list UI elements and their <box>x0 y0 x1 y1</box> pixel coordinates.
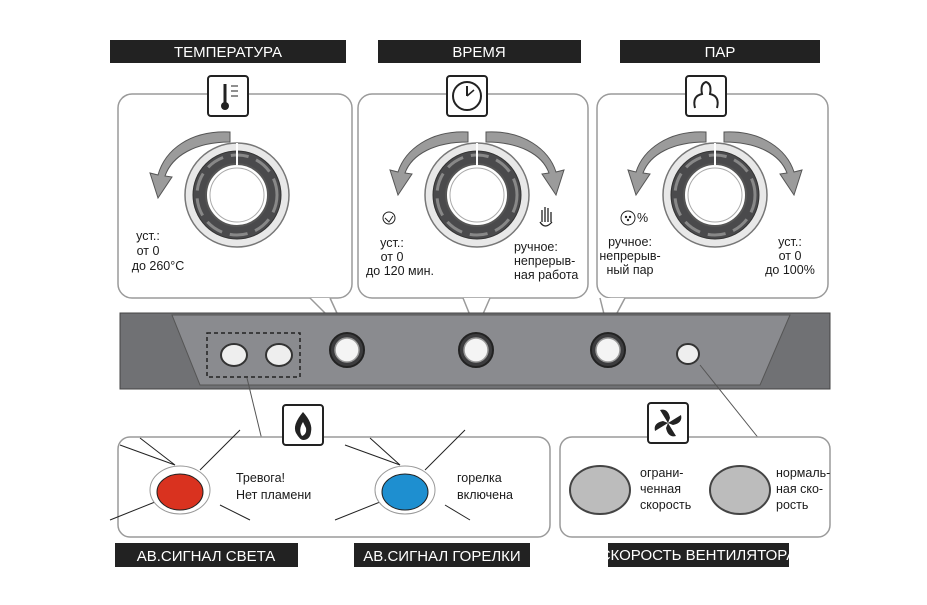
alarm-panel: Тревога! Нет пламени горелка включена <box>109 404 551 538</box>
limited-speed-button <box>569 465 631 515</box>
svg-text:ная ско-: ная ско- <box>776 482 823 496</box>
header-burner-alarm: АВ.СИГНАЛ ГОРЕЛКИ <box>354 543 530 567</box>
control-strip <box>119 312 831 441</box>
svg-text:ВРЕМЯ: ВРЕМЯ <box>452 44 505 61</box>
header-fan-speed: СКОРОСТЬ ВЕНТИЛЯТОРА <box>600 543 797 567</box>
rotate-left-arrow-icon <box>627 131 707 197</box>
svg-text:ограни-: ограни- <box>640 466 683 480</box>
svg-text:до 120 мин.: до 120 мин. <box>366 264 434 278</box>
svg-text:Тревога!: Тревога! <box>236 471 285 485</box>
svg-text:до 100%: до 100% <box>765 263 815 277</box>
steam-icon <box>685 75 727 117</box>
svg-text:ПАР: ПАР <box>705 44 736 61</box>
svg-text:непрерыв-: непрерыв- <box>514 254 575 268</box>
rotate-right-arrow-icon <box>485 131 565 197</box>
svg-text:ручное:: ручное: <box>608 235 652 249</box>
svg-text:СКОРОСТЬ ВЕНТИЛЯТОРА: СКОРОСТЬ ВЕНТИЛЯТОРА <box>600 547 797 564</box>
fan-speed-button[interactable] <box>676 343 700 365</box>
svg-text:уст.:: уст.: <box>380 236 404 250</box>
header-steam: ПАР <box>620 40 820 63</box>
thermometer-icon <box>207 75 249 117</box>
header-time: ВРЕМЯ <box>378 40 581 63</box>
svg-text:ный пар: ный пар <box>606 263 653 277</box>
svg-text:нормаль-: нормаль- <box>776 466 830 480</box>
steam-percent-icon: % <box>620 210 648 226</box>
rotate-left-arrow-icon <box>149 131 231 200</box>
svg-text:АВ.СИГНАЛ ГОРЕЛКИ: АВ.СИГНАЛ ГОРЕЛКИ <box>363 548 520 565</box>
svg-text:уст.:: уст.: <box>136 229 160 243</box>
svg-text:от 0: от 0 <box>779 249 802 263</box>
flame-icon <box>282 404 324 446</box>
svg-text:ная работа: ная работа <box>514 268 578 282</box>
fan-icon <box>647 402 689 444</box>
svg-text:ченная: ченная <box>640 482 681 496</box>
svg-text:от 0: от 0 <box>137 244 160 258</box>
rotate-left-arrow-icon <box>389 131 469 197</box>
svg-text:Нет пламени: Нет пламени <box>236 488 311 502</box>
hand-icon <box>539 207 553 227</box>
svg-text:включена: включена <box>457 488 513 502</box>
time-control-knob[interactable] <box>458 332 494 368</box>
svg-text:непрерыв-: непрерыв- <box>599 249 660 263</box>
header-light-alarm: АВ.СИГНАЛ СВЕТА <box>115 543 298 567</box>
steam-panel: % ручное: непрерыв- ный пар уст.: от 0 д… <box>596 75 829 333</box>
rotate-right-arrow-icon <box>723 131 803 197</box>
svg-text:ручное:: ручное: <box>514 240 558 254</box>
light-alarm-button[interactable] <box>220 343 248 367</box>
fan-panel: ограни- ченная скорость нормаль- ная ско… <box>559 402 831 538</box>
steam-knob[interactable] <box>661 141 769 249</box>
temperature-knob[interactable] <box>183 141 291 249</box>
header-temperature: ТЕМПЕРАТУРА <box>110 40 346 63</box>
alarm-indicator-light <box>156 473 204 511</box>
svg-text:горелка: горелка <box>457 471 502 485</box>
small-clock-icon <box>382 211 396 225</box>
temperature-panel: уст.: от 0 до 260°C <box>117 75 353 336</box>
svg-text:ТЕМПЕРАТУРА: ТЕМПЕРАТУРА <box>174 44 282 61</box>
burner-alarm-button[interactable] <box>265 343 293 367</box>
clock-icon <box>446 75 488 117</box>
svg-text:АВ.СИГНАЛ СВЕТА: АВ.СИГНАЛ СВЕТА <box>137 548 276 565</box>
steam-control-knob[interactable] <box>590 332 626 368</box>
temperature-control-knob[interactable] <box>329 332 365 368</box>
time-knob[interactable] <box>423 141 531 249</box>
svg-text:рость: рость <box>776 498 808 512</box>
normal-speed-button <box>709 465 771 515</box>
svg-text:до 260°C: до 260°C <box>132 259 185 273</box>
svg-text:от 0: от 0 <box>381 250 404 264</box>
burner-indicator-light <box>381 473 429 511</box>
time-panel: уст.: от 0 до 120 мин. ручное: непрерыв-… <box>357 75 589 332</box>
svg-text:уст.:: уст.: <box>778 235 802 249</box>
svg-text:%: % <box>637 211 648 225</box>
svg-text:скорость: скорость <box>640 498 691 512</box>
